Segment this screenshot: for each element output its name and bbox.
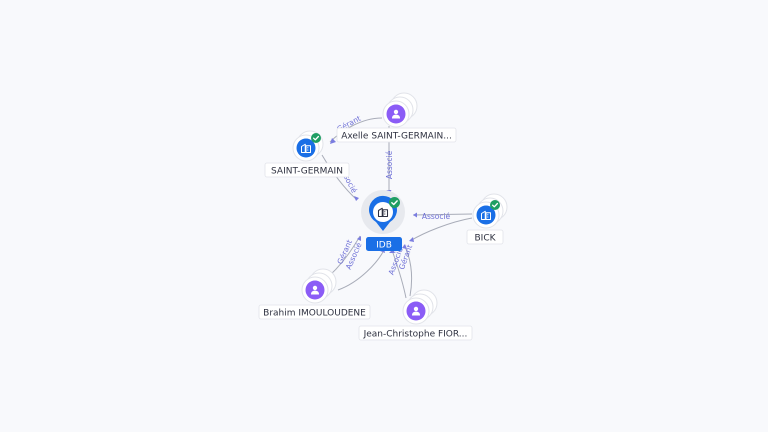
node-brahim[interactable]: Brahim IMOULOUDENE — [258, 268, 371, 320]
node-saint-germain[interactable]: SAINT-GERMAIN — [264, 130, 350, 178]
node-label: Brahim IMOULOUDENE — [263, 309, 366, 319]
node-label: Axelle SAINT-GERMAIN... — [341, 132, 452, 142]
node-jean-christophe[interactable]: Jean-Christophe FIOR... — [358, 289, 473, 341]
node-label: Jean-Christophe FIOR... — [363, 330, 468, 340]
node-axelle[interactable]: Axelle SAINT-GERMAIN... — [336, 92, 457, 143]
edge-saint-germain-center[interactable]: Associé — [321, 154, 359, 201]
node-label: SAINT-GERMAIN — [271, 167, 343, 177]
verified-check-icon — [490, 200, 500, 210]
node-idb[interactable]: IDB — [361, 190, 405, 251]
node-label: IDB — [376, 241, 392, 251]
node-label: BICK — [474, 234, 496, 244]
edge-bick-center[interactable]: Associé — [412, 212, 473, 221]
node-bick[interactable]: BICK — [466, 193, 508, 245]
edge-label: Associé — [422, 212, 451, 221]
edge-label: Associé — [385, 150, 394, 179]
edge-bick-center-curve — [409, 217, 473, 242]
edge-jean-center[interactable]: Associé Gérant — [387, 243, 415, 299]
verified-check-icon — [311, 133, 321, 143]
verified-check-icon — [389, 197, 400, 208]
